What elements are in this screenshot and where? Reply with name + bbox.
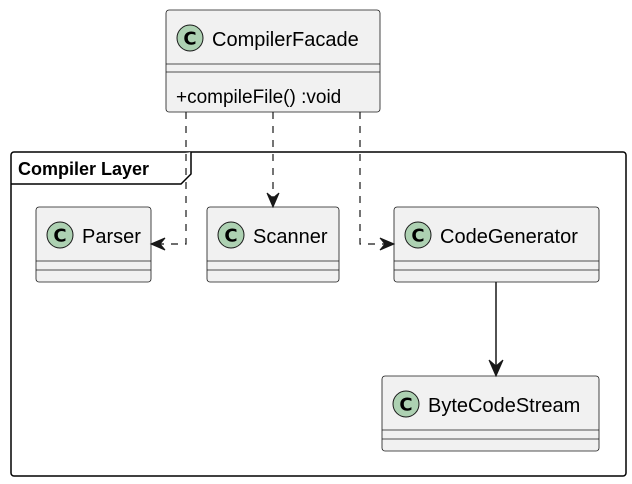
class-scanner[interactable]: C Scanner bbox=[206, 206, 340, 283]
class-badge-letter: C bbox=[224, 226, 237, 247]
class-badge-icon bbox=[176, 24, 204, 52]
class-badge-icon bbox=[217, 221, 245, 249]
dependency-line bbox=[155, 112, 187, 245]
class-name: ByteCodeStream bbox=[428, 395, 580, 417]
class-name: Parser bbox=[82, 226, 141, 248]
class-name: CompilerFacade bbox=[212, 29, 359, 51]
class-badge-letter: C bbox=[53, 226, 66, 247]
class-box bbox=[381, 375, 600, 452]
method-compile-file: +compileFile() :void bbox=[176, 87, 341, 108]
dependency-compiler-facade-to-parser bbox=[149, 112, 187, 251]
class-badge-letter: C bbox=[399, 395, 412, 416]
package-tab bbox=[11, 152, 192, 185]
arrowhead-icon bbox=[379, 237, 396, 251]
arrowhead-icon bbox=[149, 237, 166, 251]
class-badge-letter: C bbox=[411, 226, 424, 247]
class-badge-letter: C bbox=[183, 29, 196, 50]
package-compiler-layer: Compiler Layer bbox=[10, 151, 627, 477]
package-frame bbox=[10, 151, 627, 477]
class-badge-icon bbox=[404, 221, 432, 249]
class-name: CodeGenerator bbox=[440, 226, 578, 248]
dependency-compiler-facade-to-code-generator bbox=[359, 112, 396, 251]
class-byte-code-stream[interactable]: C ByteCodeStream bbox=[381, 375, 600, 452]
package-name: Compiler Layer bbox=[18, 159, 149, 179]
dependency-line bbox=[359, 112, 390, 245]
dependency-compiler-facade-to-scanner bbox=[266, 112, 280, 209]
association-code-generator-to-byte-code-stream bbox=[488, 282, 504, 378]
class-code-generator[interactable]: C CodeGenerator bbox=[393, 206, 600, 283]
class-compiler-facade[interactable]: C CompilerFacade +compileFile() :void bbox=[165, 9, 381, 113]
class-name: Scanner bbox=[253, 226, 328, 248]
arrowhead-icon bbox=[488, 359, 504, 378]
class-badge-icon bbox=[392, 390, 420, 418]
arrowhead-icon bbox=[266, 192, 280, 209]
class-badge-icon bbox=[46, 221, 74, 249]
class-parser[interactable]: C Parser bbox=[35, 206, 152, 283]
